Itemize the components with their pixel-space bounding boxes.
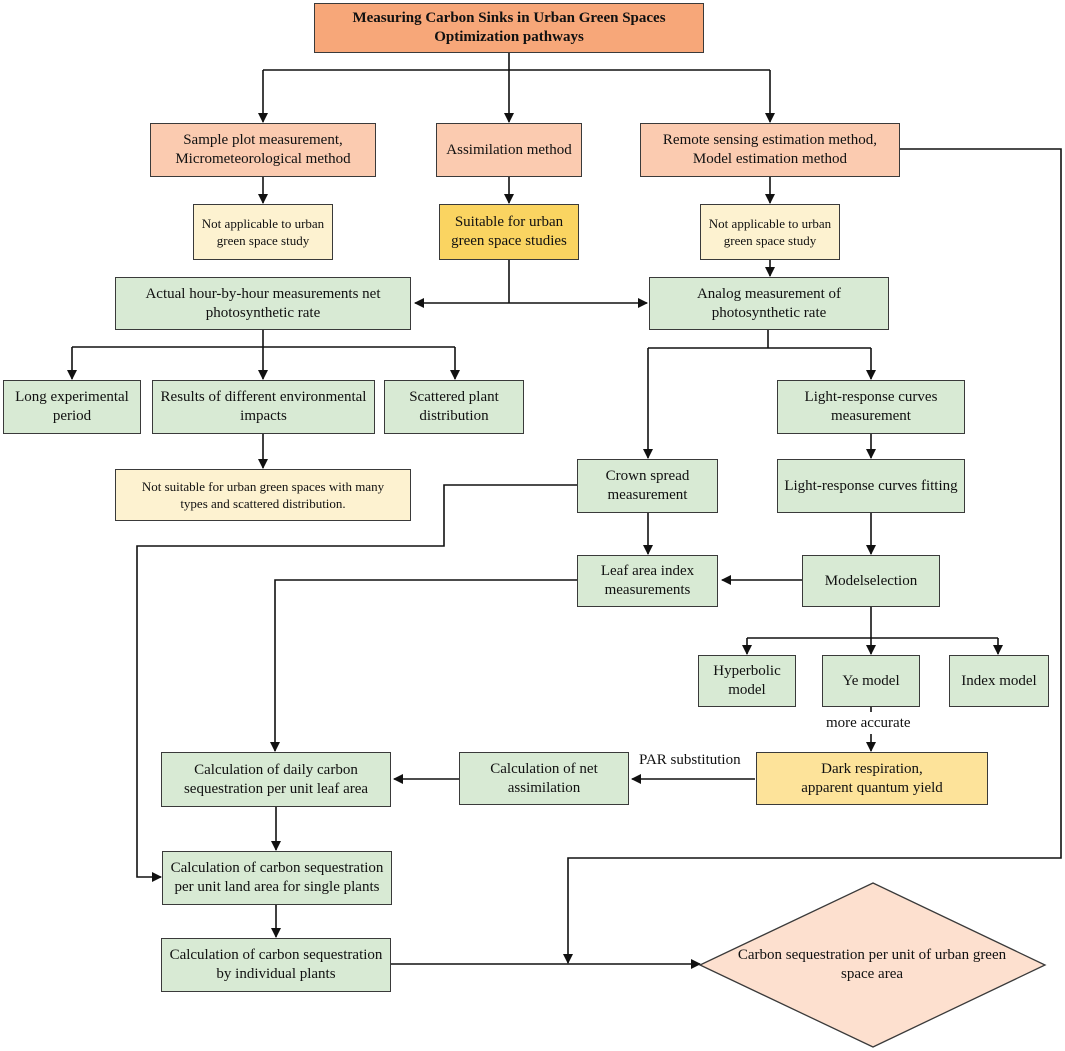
individual-box: Calculation of carbon sequestration by i… [161, 938, 391, 992]
land-area-box: Calculation of carbon sequestration per … [162, 851, 392, 905]
arrow-remote-to-final [563, 148, 1062, 964]
arrow-crown-to-land [136, 484, 577, 882]
arrow-leaf-to-daily [270, 579, 577, 752]
crown-spread-box: Crown spread measurement [577, 459, 718, 513]
hyperbolic-box: Hyperbolic model [698, 655, 796, 707]
analog-box: Analog measurement of photosynthetic rat… [649, 277, 889, 330]
par-substitution-label: PAR substitution [639, 752, 741, 768]
sample-plot-box: Sample plot measurement, Micrometeorolog… [150, 123, 376, 177]
not-applicable-left-box: Not applicable to urban green space stud… [193, 204, 333, 260]
model-selection-box: Modelselection [802, 555, 940, 607]
ye-model-box: Ye model [822, 655, 920, 707]
dark-respiration-box: Dark respiration, apparent quantum yield [756, 752, 988, 805]
leaf-area-box: Leaf area index measurements [577, 555, 718, 607]
lrc-fitting-box: Light-response curves fitting [777, 459, 965, 513]
remote-sensing-box: Remote sensing estimation method, Model … [640, 123, 900, 177]
suitable-box: Suitable for urban green space studies [439, 204, 579, 260]
index-model-box: Index model [949, 655, 1049, 707]
env-impacts-box: Results of different environmental impac… [152, 380, 375, 434]
assimilation-box: Assimilation method [436, 123, 582, 177]
scattered-box: Scattered plant distribution [384, 380, 524, 434]
net-assimilation-box: Calculation of net assimilation [459, 752, 629, 805]
long-period-box: Long experimental period [3, 380, 141, 434]
lrc-measurement-box: Light-response curves measurement [777, 380, 965, 434]
title-box: Measuring Carbon Sinks in Urban Green Sp… [314, 3, 704, 53]
more-accurate-label: more accurate [826, 714, 911, 732]
not-applicable-right-box: Not applicable to urban green space stud… [700, 204, 840, 260]
final-result-label: Carbon sequestration per unit of urban g… [737, 947, 1007, 982]
not-suitable-box: Not suitable for urban green spaces with… [115, 469, 411, 521]
daily-carbon-box: Calculation of daily carbon sequestratio… [161, 752, 391, 807]
actual-hourly-box: Actual hour-by-hour measurements net pho… [115, 277, 411, 330]
final-diamond [698, 882, 1047, 1048]
